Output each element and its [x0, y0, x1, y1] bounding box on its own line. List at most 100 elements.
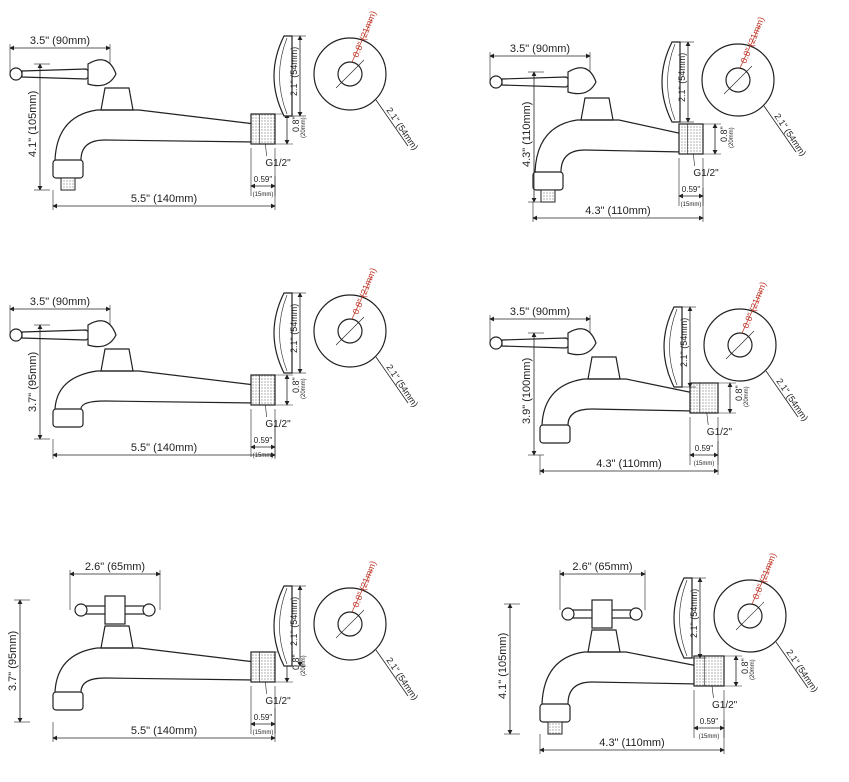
faucet-pipe [567, 651, 699, 705]
flange-side-profile: 2.1" (54mm) [273, 585, 306, 667]
spout-nozzle [60, 177, 76, 191]
height-label: 3.7" (95mm) [7, 631, 19, 691]
flange-height-label: 2.1" (54mm) [677, 53, 687, 102]
lever-hub [87, 59, 117, 87]
thread-outlet: 0.8"(20mm)G1/2"0.59"(15mm) [689, 382, 750, 467]
faucet-bonnet [100, 87, 134, 111]
spout-tip [52, 691, 84, 711]
cross-center [591, 599, 613, 629]
flange-front-view: 0.8" (21mm)2.1" (54mm) [703, 280, 810, 423]
height-label: 3.9" (100mm) [521, 358, 533, 424]
thread-type-label: G1/2" [265, 158, 291, 169]
flange-profile-shape [273, 292, 293, 374]
thread-leader [711, 685, 714, 699]
flange-side-profile: 2.1" (54mm) [663, 306, 696, 388]
end-length-mm-label: (15mm) [253, 453, 274, 459]
flange-diameter-label: 2.1" (54mm) [384, 106, 420, 152]
length-label: 4.3" (110mm) [599, 737, 664, 749]
thread-type-label: G1/2" [265, 419, 291, 430]
thread-body [250, 651, 276, 683]
spout-tip [52, 408, 84, 428]
flange-profile-shape [273, 35, 293, 117]
faucet-body [52, 87, 256, 191]
faucet-body [52, 625, 256, 711]
thread-height-label: 0.8" [740, 658, 750, 674]
thread-outlet: 0.8"(20mm)G1/2"0.59"(15mm) [250, 374, 307, 459]
faucet-bonnet [580, 97, 614, 121]
end-length-label: 0.59" [695, 444, 714, 453]
thread-type-label: G1/2" [707, 427, 733, 438]
hole-dim-leader [351, 18, 373, 63]
thread-height-mm-label: (20mm) [301, 117, 307, 138]
lever-knob [9, 67, 23, 81]
thread-body [678, 123, 704, 155]
flange-diameter-label: 2.1" (54mm) [384, 363, 420, 409]
flange-front-view: 0.8" (21mm)2.1" (54mm) [313, 559, 420, 702]
end-length-mm-label: (15mm) [681, 202, 702, 208]
lever-arm [501, 337, 571, 349]
faucet-bonnet [100, 625, 134, 649]
faucet-body [539, 356, 695, 444]
width-label: 2.6" (65mm) [572, 561, 632, 573]
flange-front-view: 0.8" (21mm)2.1" (54mm) [713, 551, 820, 694]
flange-diameter-leader [375, 99, 409, 147]
flange-diameter-label: 2.1" (54mm) [784, 648, 820, 694]
flange-height-label: 2.1" (54mm) [689, 589, 699, 638]
flange-profile-shape [273, 585, 293, 667]
thread-outlet: 0.8"(20mm)G1/2"0.59"(15mm) [250, 651, 307, 736]
flange-diameter-label: 2.1" (54mm) [384, 656, 420, 702]
width-label: 3.5" (90mm) [510, 306, 570, 318]
width-label: 2.6" (65mm) [85, 561, 145, 573]
lever-handle [9, 59, 117, 87]
faucet-panel-3: 3.5" (90mm)0.8"(20mm)G1/2"0.59"(15mm)3.7… [9, 266, 420, 459]
faucet-bonnet [587, 629, 621, 653]
spout-nozzle [547, 721, 563, 735]
faucet-pipe [80, 109, 256, 161]
length-label: 4.3" (110mm) [585, 205, 650, 217]
flange-side-profile: 2.1" (54mm) [273, 35, 306, 117]
thread-height-mm-label: (20mm) [744, 386, 750, 407]
thread-leader [265, 681, 267, 695]
faucet-panel-5: 2.6" (65mm) 0.8"(20mm)G1/2"0.59"(15mm) 3.7… [7, 559, 420, 742]
cross-knob-right [629, 607, 643, 621]
thread-outlet: 0.8"(20mm)G1/2"0.59"(15mm) [250, 113, 307, 198]
cross-knob-right [142, 603, 156, 617]
flange-profile-shape [663, 306, 683, 388]
flange-hole-diameter-line [335, 609, 365, 639]
thread-type-label: G1/2" [693, 168, 719, 179]
spout-nozzle [540, 189, 556, 203]
flange-diameter-label: 2.1" (54mm) [774, 377, 810, 423]
thread-height-label: 0.8" [291, 116, 301, 132]
cross-handle [74, 595, 156, 625]
faucet-pipe [80, 647, 256, 693]
thread-body [689, 382, 719, 414]
flange-side-profile: 2.1" (54mm) [661, 41, 694, 123]
flange-front-view: 0.8" (21mm)2.1" (54mm) [313, 266, 420, 409]
flange-diameter-leader [763, 105, 797, 153]
spout-tip [52, 159, 84, 179]
cross-center [104, 595, 126, 625]
flange-diameter-leader [375, 356, 409, 404]
flange-diameter-label: 2.1" (54mm) [772, 112, 808, 158]
flange-diameter-leader [765, 370, 799, 418]
length-label: 4.3" (110mm) [596, 458, 661, 470]
flange-profile-inner [279, 587, 288, 665]
flange-profile-inner [679, 579, 688, 657]
end-length-label: 0.59" [700, 717, 719, 726]
faucet-panel-2: 3.5" (90mm)0.8"(20mm)G1/2"0.59"(15mm)4.3… [489, 15, 808, 222]
flange-diameter-leader [375, 649, 409, 697]
thread-height-label: 0.8" [291, 377, 301, 393]
lever-handle [489, 67, 597, 95]
cross-knob-left [561, 607, 575, 621]
thread-leader [265, 404, 267, 418]
cross-handle [561, 599, 643, 629]
height-label: 3.7" (95mm) [27, 352, 39, 412]
thread-leader [693, 153, 695, 167]
end-length-label: 0.59" [254, 175, 273, 184]
flange-front-view: 0.8" (21mm)2.1" (54mm) [313, 9, 420, 152]
spout-tip [539, 703, 571, 723]
lever-arm [501, 76, 571, 88]
lever-handle [9, 320, 117, 348]
hole-dim-leader [741, 289, 763, 334]
flange-profile-inner [667, 43, 676, 121]
